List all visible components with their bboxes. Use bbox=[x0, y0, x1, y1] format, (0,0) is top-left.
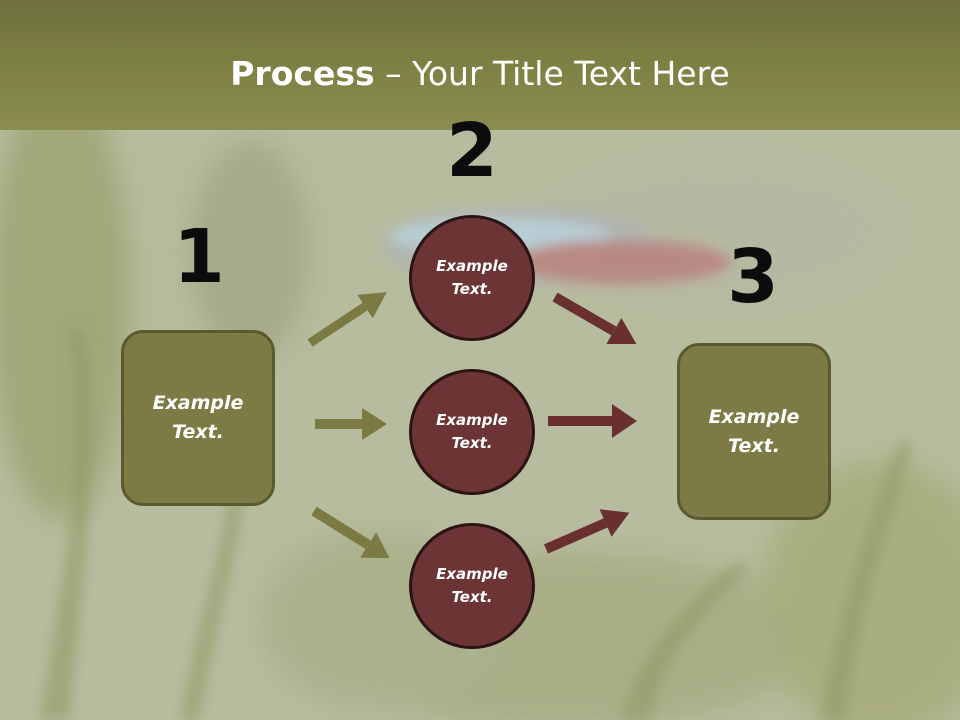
arrow-from-middle-circle bbox=[548, 404, 637, 438]
slide-title: Process – Your Title Text Here bbox=[0, 52, 960, 96]
arrow-to-bottom-circle bbox=[311, 506, 390, 559]
circle-top: Example Text. bbox=[409, 215, 535, 341]
arrow-from-top-circle bbox=[552, 292, 637, 344]
arrow-from-bottom-circle bbox=[543, 509, 630, 554]
title-bold-part: Process bbox=[230, 54, 375, 93]
circle-bottom-text: Example Text. bbox=[436, 565, 508, 606]
circle-middle: Example Text. bbox=[409, 369, 535, 495]
step-3-text: Example Text. bbox=[708, 405, 800, 457]
arrow-to-middle-circle bbox=[315, 408, 387, 440]
title-rest-part: – Your Title Text Here bbox=[374, 54, 730, 93]
title-bar bbox=[0, 0, 960, 130]
step-1-text: Example Text. bbox=[152, 392, 244, 443]
step-3-box: Example Text. bbox=[677, 343, 831, 520]
circle-middle-text: Example Text. bbox=[436, 411, 508, 452]
step-2-number: 2 bbox=[446, 108, 498, 194]
arrow-to-top-circle bbox=[307, 292, 387, 347]
step-1-number: 1 bbox=[173, 214, 225, 300]
circle-top-text: Example Text. bbox=[436, 257, 508, 298]
step-3-number: 3 bbox=[727, 234, 779, 320]
circle-bottom: Example Text. bbox=[409, 523, 535, 649]
step-1-box: Example Text. bbox=[121, 330, 275, 506]
